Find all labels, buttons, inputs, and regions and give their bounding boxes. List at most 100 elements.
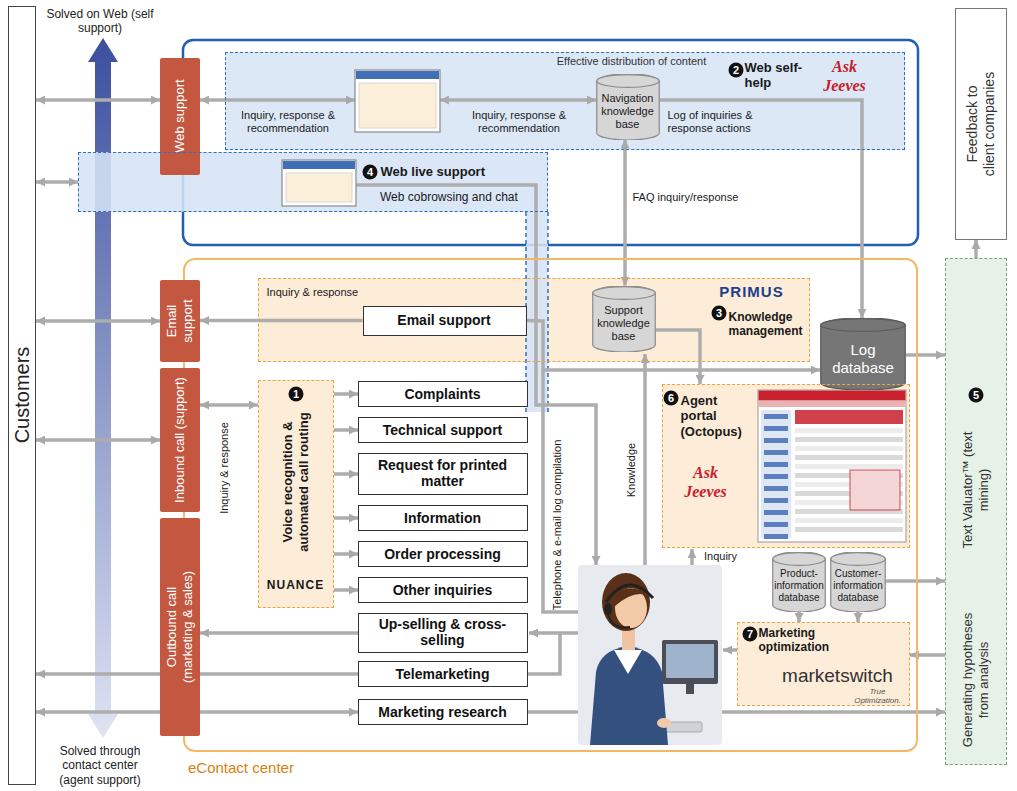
node-text: Navigation knowledge base xyxy=(597,92,659,132)
cylinder-top xyxy=(773,553,826,566)
callout-number: 2 xyxy=(729,63,744,78)
screenshot-row xyxy=(795,518,903,523)
process-box: Complaints xyxy=(358,381,528,407)
screenshot-item xyxy=(764,486,788,491)
node-text: Inquiry & response xyxy=(267,286,377,299)
edge-label: FAQ inquiry/response xyxy=(633,191,748,204)
connector xyxy=(886,579,945,583)
web-region xyxy=(183,40,918,245)
connector xyxy=(910,653,945,657)
node-text: PRIMUS xyxy=(706,283,798,301)
database-cylinder: Navigation knowledge base xyxy=(596,74,660,140)
channel-tab: Inbound call (support) xyxy=(160,368,200,512)
node-text: Text Valuator™ (text mining) xyxy=(960,415,991,565)
function-region: Inquiry & responsePRIMUSKnowledge manage… xyxy=(258,278,810,362)
process-box: Other inquiries xyxy=(358,577,528,603)
region-fill xyxy=(945,258,1007,765)
connector xyxy=(36,98,160,102)
window-pane xyxy=(286,173,352,202)
node-text: Agent portal (Octopus) xyxy=(681,392,751,439)
node-text: Request for printed matter xyxy=(363,457,523,491)
screenshot-menu xyxy=(759,401,906,407)
connector xyxy=(334,552,358,556)
process-box: Marketing research xyxy=(358,699,528,725)
connector xyxy=(797,612,801,622)
node-text: Feedback to client companies xyxy=(964,68,998,180)
callout-number: 3 xyxy=(712,306,727,321)
database-cylinder: Product-information database xyxy=(772,552,826,612)
node-text: Marketing research xyxy=(363,703,523,720)
connector xyxy=(36,438,160,442)
function-region: Marketing optimizationmarketswitchTrue O… xyxy=(737,622,910,706)
cylinder-body xyxy=(596,74,659,140)
callout-number: 1 xyxy=(289,387,304,402)
node-text: Web cobrowsing and chat xyxy=(380,189,525,203)
channel-tab: Outbound call (marketing & sales) xyxy=(160,518,200,736)
node-text: Email support xyxy=(367,312,521,329)
window-frame xyxy=(355,70,440,132)
screenshot-item xyxy=(764,462,788,467)
region-fill xyxy=(737,622,910,706)
node-text: Up-selling & cross-selling xyxy=(363,616,523,650)
function-band: Web live supportWeb cobrowsing and chat xyxy=(78,152,548,212)
agent-line xyxy=(529,631,578,635)
connectors xyxy=(36,100,976,712)
label: Knowledge xyxy=(625,435,638,505)
node-text: Order processing xyxy=(363,545,523,562)
connector xyxy=(334,428,358,432)
region-fills xyxy=(78,52,1007,765)
connector xyxy=(856,612,860,622)
label: Inquiry xyxy=(704,550,744,563)
channel-tab: Email support xyxy=(160,280,200,362)
connector xyxy=(623,140,627,286)
channel-tab: Web support xyxy=(160,58,200,175)
screenshot-row xyxy=(795,446,903,451)
optimization-line xyxy=(723,648,737,652)
database-cylinder: Log database xyxy=(820,318,906,390)
node-text: Voice recognition & automated call routi… xyxy=(280,408,311,556)
connector xyxy=(200,631,358,635)
cylinder-top xyxy=(596,74,659,87)
function-region: Agent portal (Octopus) Ask Jeeves xyxy=(662,384,910,548)
monitor-screen xyxy=(666,644,714,678)
node-text: NUANCE xyxy=(261,577,331,591)
flow-line xyxy=(200,98,355,102)
screenshot-banner xyxy=(795,410,903,424)
node-text: True Optimization. xyxy=(848,687,908,706)
node-text: eContact center xyxy=(188,759,328,777)
headset-mic xyxy=(608,614,630,627)
node-text: Complaints xyxy=(363,385,523,402)
process-box: Email support xyxy=(363,306,527,336)
process-box: Up-selling & cross-selling xyxy=(358,613,528,653)
node-text: Product-information database xyxy=(772,568,826,604)
callout-number: 6 xyxy=(664,391,679,406)
process-box: Order processing xyxy=(358,541,528,567)
process-box: Request for printed matter xyxy=(358,453,528,495)
node-text: Web self-help xyxy=(745,60,807,91)
customer-box: Customers xyxy=(8,6,36,785)
screenshot-row xyxy=(795,428,903,433)
cylinder-top xyxy=(821,319,906,332)
edge-label: Log of inquiries & response actions xyxy=(668,109,793,135)
monitor-stand xyxy=(686,684,694,694)
node-text: Outbound call (marketing & sales) xyxy=(164,557,195,697)
center-region: eContact centerInquiry & responsePRIMUSK… xyxy=(183,258,918,752)
region-fill xyxy=(258,380,334,608)
screenshot-item xyxy=(764,522,788,527)
screenshot-item xyxy=(764,450,788,455)
photo-background xyxy=(578,565,722,745)
screenshot-row xyxy=(795,455,903,460)
label: Solved through contact center (agent sup… xyxy=(50,744,150,787)
cylinder-top xyxy=(592,286,655,299)
node-text: Information xyxy=(363,509,523,526)
connector xyxy=(200,319,363,323)
headset-earpiece xyxy=(604,603,612,615)
cylinder-body xyxy=(831,552,886,612)
node-text: Ask Jeeves xyxy=(671,462,741,500)
screenshot-row xyxy=(795,437,903,442)
node-text: Other inquiries xyxy=(363,581,523,598)
node-text: Generating hypotheses from analysis xyxy=(960,605,991,755)
inquiry-line xyxy=(690,549,694,565)
node-text: Technical support xyxy=(363,421,523,438)
